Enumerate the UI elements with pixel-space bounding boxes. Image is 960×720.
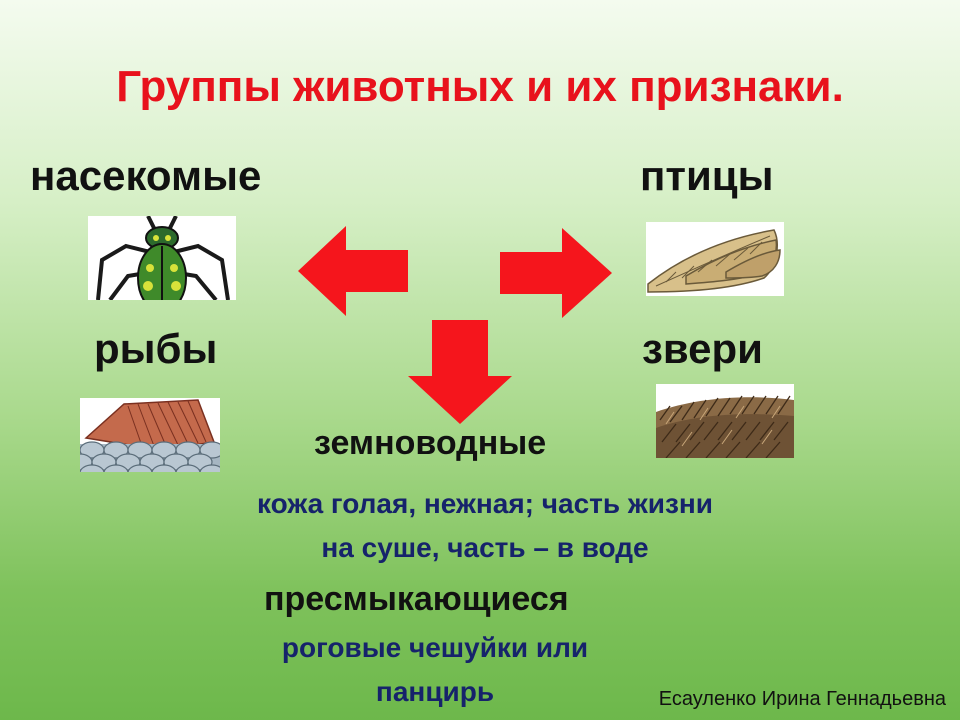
group-label-mammals: звери xyxy=(642,325,763,372)
arrow-down-icon xyxy=(408,320,512,424)
amphibians-description-line2: на суше, часть – в воде xyxy=(321,532,649,563)
group-label-amphibians: земноводные xyxy=(314,424,547,462)
arrow-right-icon xyxy=(500,228,612,318)
arrow-left-icon xyxy=(298,226,408,316)
group-label-reptiles: пресмыкающиеся xyxy=(264,580,569,618)
beetle-image xyxy=(88,216,236,300)
group-label-fish: рыбы xyxy=(94,325,218,372)
group-label-insects: насекомые xyxy=(30,152,262,199)
amphibians-description-line1: кожа голая, нежная; часть жизни xyxy=(257,488,713,519)
author-credit: Есауленко Ирина Геннадьевна xyxy=(658,688,946,710)
fish-scales-image xyxy=(80,398,220,472)
slide-title: Группы животных и их признаки. xyxy=(116,62,844,111)
group-label-birds: птицы xyxy=(640,152,774,199)
feather-image xyxy=(646,222,784,296)
reptiles-description-line1: роговые чешуйки или xyxy=(281,632,589,663)
reptiles-description-line2: панцирь xyxy=(375,676,495,707)
fur-image xyxy=(656,384,794,458)
